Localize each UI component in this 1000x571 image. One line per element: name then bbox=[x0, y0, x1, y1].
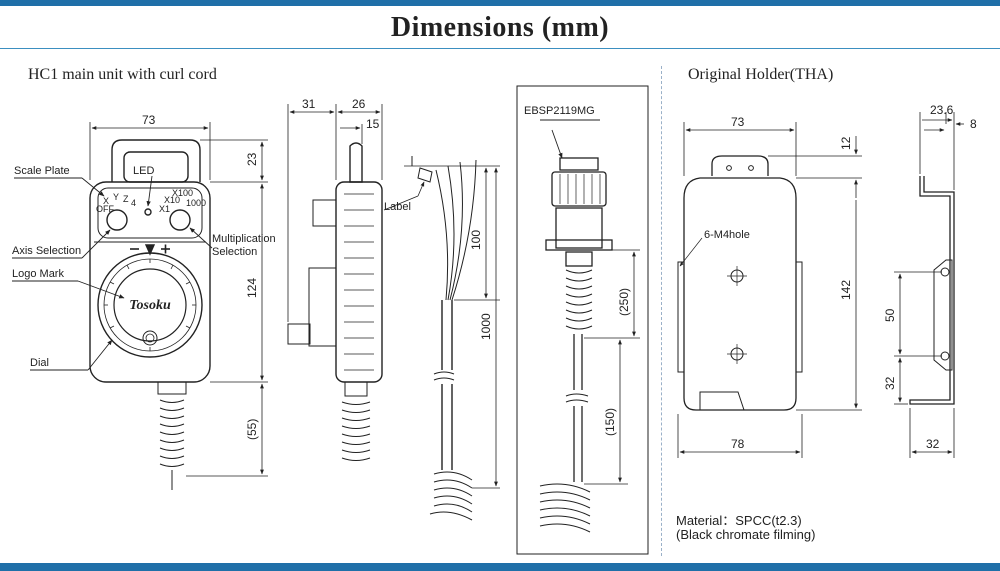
holder-side-bracket bbox=[933, 259, 953, 371]
dim-holder-top-width: 73 bbox=[731, 115, 745, 129]
side-body bbox=[335, 181, 383, 383]
dim-cord-100: 100 bbox=[469, 230, 483, 250]
holder-plate bbox=[683, 177, 797, 411]
holder-side bbox=[909, 176, 955, 405]
mult-x10-label: X10 bbox=[164, 195, 180, 205]
title-rule bbox=[0, 48, 1000, 49]
holes-label: 6-M4hole bbox=[704, 229, 750, 241]
side-knob-top bbox=[312, 199, 337, 227]
dim-holder-side-32-h: 32 bbox=[926, 437, 940, 451]
axis-4-label: 4 bbox=[131, 198, 136, 208]
dim-cord-1000: 1000 bbox=[479, 313, 493, 340]
holder-front bbox=[677, 155, 803, 411]
pointer-icon bbox=[144, 244, 156, 256]
cord-coil-long bbox=[429, 471, 473, 521]
page-title: Dimensions (mm) bbox=[390, 12, 610, 43]
connector-dimension-lines bbox=[584, 249, 640, 485]
dim-side-31: 31 bbox=[302, 97, 316, 111]
wire-2 bbox=[447, 165, 455, 301]
handle-outline bbox=[111, 139, 201, 182]
dim-cord-height: (55) bbox=[245, 419, 259, 440]
top-accent-bar bbox=[0, 0, 1000, 6]
dial-ticks bbox=[104, 259, 196, 351]
dim-front-width: 73 bbox=[142, 113, 156, 127]
material-note: Material：SPCC(t2.3) bbox=[676, 513, 802, 528]
dim-holder-side-23-6: 23.6 bbox=[930, 103, 954, 117]
cord-view bbox=[411, 156, 477, 521]
dim-holder-height: 142 bbox=[839, 280, 853, 300]
multiplication-knob bbox=[169, 209, 191, 231]
main-unit-heading: HC1 main unit with curl cord bbox=[28, 66, 217, 83]
side-dial bbox=[308, 267, 337, 347]
cord-label-tag bbox=[417, 167, 433, 183]
side-dimension-lines bbox=[287, 104, 383, 322]
dim-holder-side-32-v: 32 bbox=[883, 376, 897, 390]
axis-z-label: Z bbox=[123, 194, 129, 204]
holder-heading: Original Holder(THA) bbox=[688, 66, 834, 83]
side-dial-knob bbox=[287, 323, 311, 345]
dim-side-15: 15 bbox=[366, 117, 380, 131]
side-view bbox=[287, 142, 383, 461]
mult-x100-label: X100 bbox=[172, 188, 193, 198]
plug-coil bbox=[565, 269, 593, 330]
main-body bbox=[89, 181, 211, 383]
dim-holder-tab: 12 bbox=[839, 136, 853, 150]
mult-x1-label: X1 bbox=[159, 204, 170, 214]
front-dimension-lines bbox=[89, 122, 268, 477]
axis-y-label: Y bbox=[113, 192, 119, 202]
dim-top-height: 23 bbox=[245, 152, 259, 166]
dial-knob bbox=[142, 330, 158, 346]
dial-label: Dial bbox=[30, 357, 49, 369]
brand-logo: Tosoku bbox=[129, 298, 171, 313]
front-callouts bbox=[12, 175, 213, 371]
dim-body-height: 124 bbox=[245, 278, 259, 298]
front-view bbox=[89, 139, 211, 490]
cord-dimension-lines bbox=[383, 165, 500, 489]
finish-note: (Black chromate filming) bbox=[676, 527, 816, 542]
side-ribs bbox=[344, 193, 374, 371]
holder-side-profile bbox=[909, 176, 955, 405]
led-label: LED bbox=[133, 165, 154, 177]
section-divider bbox=[661, 66, 662, 556]
wire-3 bbox=[449, 161, 463, 301]
axis-selection-label: Axis Selection bbox=[12, 245, 81, 257]
holder-tab bbox=[711, 155, 769, 176]
axis-selection-knob bbox=[106, 209, 128, 231]
wire-4 bbox=[451, 159, 477, 301]
dim-holder-side-50: 50 bbox=[883, 308, 897, 322]
mult-x1000-label: 1000 bbox=[186, 198, 206, 208]
plug-coil-lower bbox=[539, 483, 591, 533]
led-indicator bbox=[144, 208, 152, 216]
axis-off-label: OFF bbox=[96, 204, 114, 214]
holder-dimension-lines bbox=[677, 122, 862, 458]
cord-coil-front bbox=[159, 399, 185, 467]
wire-1 bbox=[435, 169, 449, 301]
dim-holder-bottom-width: 78 bbox=[731, 437, 745, 451]
logo-mark-label: Logo Mark bbox=[12, 268, 64, 280]
holder-side-dimension-lines bbox=[894, 112, 964, 458]
connector-frame bbox=[516, 85, 649, 555]
bottom-accent-bar bbox=[0, 563, 1000, 571]
multiplication-label: Multiplication bbox=[212, 233, 276, 245]
axis-x-label: X bbox=[103, 196, 109, 206]
label-callout: Label bbox=[384, 201, 411, 213]
selection-label: Selection bbox=[212, 246, 257, 258]
dim-holder-side-8: 8 bbox=[970, 117, 977, 131]
dial-center bbox=[113, 268, 187, 342]
side-handle bbox=[349, 142, 363, 183]
connector-plug bbox=[539, 157, 613, 533]
dim-side-26: 26 bbox=[352, 97, 366, 111]
dim-plug-150: (150) bbox=[603, 408, 617, 436]
dim-plug-250: (250) bbox=[617, 288, 631, 316]
cord-coil-side bbox=[341, 401, 371, 461]
connector-label: EBSP2119MG bbox=[524, 105, 595, 117]
scale-plate-label: Scale Plate bbox=[14, 165, 70, 177]
